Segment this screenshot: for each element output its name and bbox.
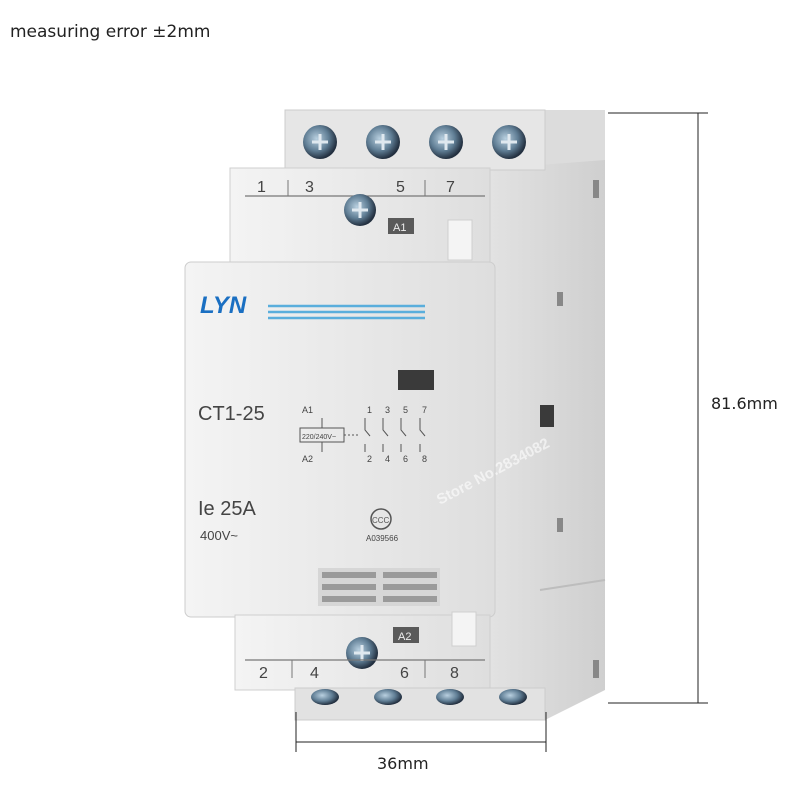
terminal-label-8: 8 xyxy=(450,665,459,682)
svg-text:A1: A1 xyxy=(302,405,313,415)
coil-screw-icon xyxy=(346,637,378,669)
svg-text:3: 3 xyxy=(385,405,390,415)
terminal-label-3: 3 xyxy=(305,179,314,196)
coil-label-a1: A1 xyxy=(393,222,406,234)
top-terminal-block xyxy=(284,109,546,171)
svg-text:6: 6 xyxy=(403,454,408,464)
height-dimension xyxy=(608,112,708,704)
model-label: CT1-25 xyxy=(198,403,265,425)
front-panel: LYN CT1-25 A1 1 3 5 7 220/240V~ A2 2 4 6… xyxy=(184,261,496,618)
cert-mark-icon: CCC xyxy=(370,508,392,530)
lower-step: A2 2 4 6 8 xyxy=(234,611,491,691)
voltage-rating: 400V~ xyxy=(200,528,238,543)
width-label: 36mm xyxy=(377,754,429,773)
svg-text:A2: A2 xyxy=(302,454,313,464)
cert-code: A039566 xyxy=(366,534,399,543)
caption-text: measuring error ±2mm xyxy=(10,22,211,42)
terminal-label-5: 5 xyxy=(396,179,405,196)
brand-logo: LYN xyxy=(200,292,247,319)
current-rating: Ie 25A xyxy=(198,498,256,520)
terminal-label-4: 4 xyxy=(310,665,319,682)
bottom-terminal-block xyxy=(294,687,546,721)
svg-text:CCC: CCC xyxy=(372,516,390,525)
width-dimension xyxy=(295,712,547,752)
terminal-label-1: 1 xyxy=(257,179,266,196)
screw-icon xyxy=(303,125,337,159)
screw-icon xyxy=(499,689,527,705)
screw-icon xyxy=(311,689,339,705)
coil-screw-icon xyxy=(344,194,376,226)
svg-text:5: 5 xyxy=(403,405,408,415)
screw-icon xyxy=(366,125,400,159)
wiring-diagram: A1 1 3 5 7 220/240V~ A2 2 4 6 8 xyxy=(299,405,427,464)
svg-text:8: 8 xyxy=(422,454,427,464)
terminal-label-7: 7 xyxy=(446,179,455,196)
height-label: 81.6mm xyxy=(711,394,778,413)
terminal-label-2: 2 xyxy=(259,665,268,682)
screw-icon xyxy=(374,689,402,705)
svg-text:7: 7 xyxy=(422,405,427,415)
coil-label-a2: A2 xyxy=(398,631,411,643)
svg-text:2: 2 xyxy=(367,454,372,464)
svg-text:4: 4 xyxy=(385,454,390,464)
screw-icon xyxy=(436,689,464,705)
screw-icon xyxy=(429,125,463,159)
upper-step: 1 3 5 7 A1 xyxy=(229,167,491,264)
housing-side xyxy=(490,110,606,720)
svg-text:1: 1 xyxy=(367,405,372,415)
terminal-label-6: 6 xyxy=(400,665,409,682)
indicator-window xyxy=(398,370,434,390)
vent-slots xyxy=(318,568,440,606)
screw-icon xyxy=(492,125,526,159)
coil-voltage-label: 220/240V~ xyxy=(302,434,336,441)
